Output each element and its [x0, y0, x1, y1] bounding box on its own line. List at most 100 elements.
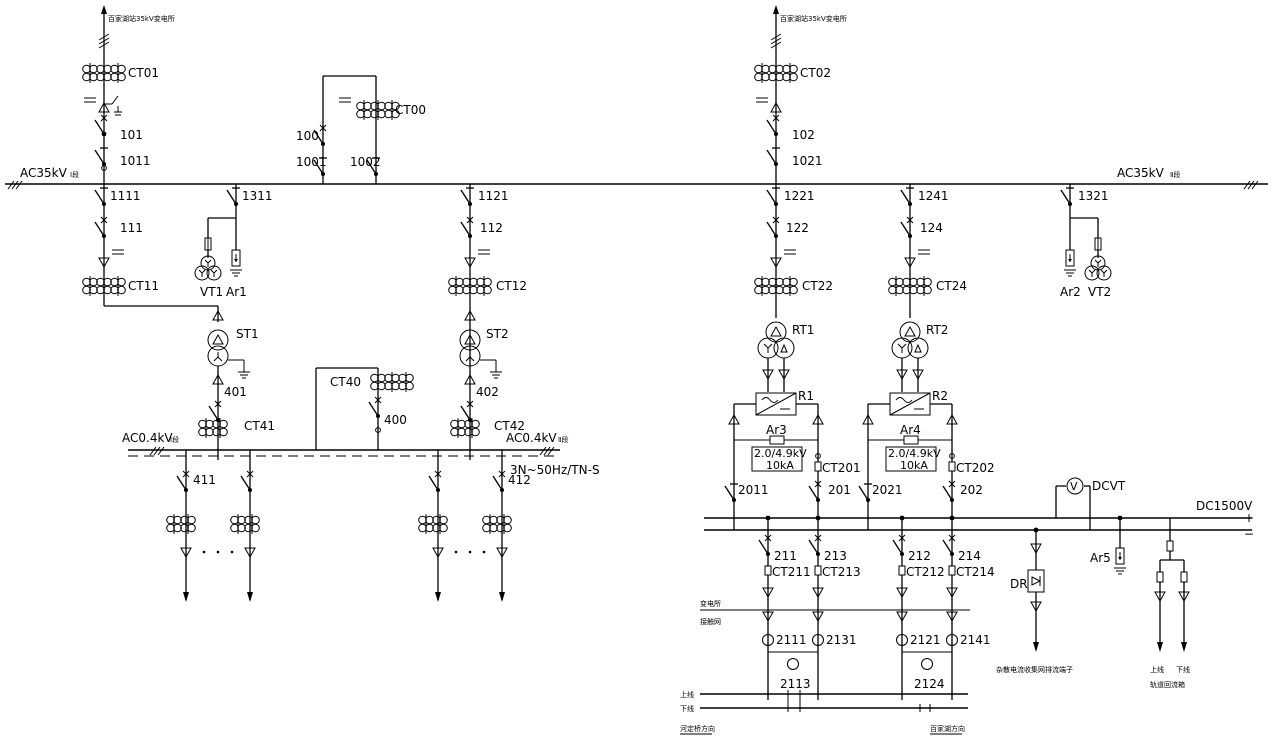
switch-2113-label: 2113: [780, 677, 811, 691]
switch-2131-label: 2131: [826, 633, 857, 647]
dr-branch: [1027, 527, 1045, 652]
switch-1241-label: 1241: [918, 189, 949, 203]
bus-ac04kv-right-section: Ⅱ段: [558, 435, 568, 444]
bus-ac35kv-right-section: Ⅱ段: [1170, 170, 1180, 179]
rectifier-1-dc-output: [724, 403, 824, 530]
feeder-2-source-label: 百家湖站35kV变电所: [780, 14, 847, 23]
rectifier-2-dc-output: [858, 403, 958, 530]
switch-1111-label: 1111: [110, 189, 141, 203]
dc-plus-label: +: [1244, 511, 1254, 525]
ar4-rating-2: 10kA: [900, 459, 928, 472]
switch-102-label: 102: [792, 128, 815, 142]
r2-label: R2: [932, 389, 948, 403]
feeder-112: [449, 184, 503, 460]
ar3-label: Ar3: [766, 423, 787, 437]
switch-212-label: 212: [908, 549, 931, 563]
ct11-label: CT11: [128, 279, 159, 293]
ct213-label: CT213: [822, 565, 861, 579]
vt2-label: VT2: [1088, 285, 1111, 299]
switch-1021-label: 1021: [792, 154, 823, 168]
switch-401-label: 401: [224, 385, 247, 399]
dc1500v-bus: [704, 517, 1252, 531]
feeder-1-source-label: 百家湖站35kV变电所: [108, 14, 175, 23]
ar4-rating-1: 2.0/4.9kV: [888, 447, 941, 460]
switch-112-label: 112: [480, 221, 503, 235]
switch-122-label: 122: [786, 221, 809, 235]
ar4-label: Ar4: [900, 423, 921, 437]
switch-1321-label: 1321: [1078, 189, 1109, 203]
switch-402-label: 402: [476, 385, 499, 399]
incoming-feeder-1: [83, 5, 126, 184]
bus-ac04kv-spec: 3N~50Hz/TN-S: [510, 463, 600, 477]
vt1-branch: [194, 184, 243, 281]
down-line-label: 下线: [680, 704, 694, 713]
ct202-label: CT202: [956, 461, 995, 475]
catenary-label: 接触网: [700, 617, 721, 626]
ct211-label: CT211: [772, 565, 811, 579]
switch-1121-label: 1121: [478, 189, 509, 203]
lv-feeders: [167, 450, 512, 602]
bus-ac35kv-right-label: AC35kV: [1117, 166, 1165, 180]
bus-tie-100: [313, 75, 399, 184]
switch-213-label: 213: [824, 549, 847, 563]
rectifier-feeder-124: [889, 184, 932, 416]
ct22-label: CT22: [802, 279, 833, 293]
bus-ac04kv-left-label: AC0.4kV: [122, 431, 173, 445]
bus-ac04kv-right-label: AC0.4kV: [506, 431, 557, 445]
rail-down-label: 下线: [1176, 665, 1190, 674]
switch-100-label: 100: [296, 129, 319, 143]
direction-right-label: 百家湖方向: [930, 724, 965, 733]
dr-label: DR: [1010, 577, 1028, 591]
switch-2121-label: 2121: [910, 633, 941, 647]
up-line-label: 上线: [680, 690, 694, 699]
rail-up-label: 上线: [1150, 665, 1164, 674]
ar5-label: Ar5: [1090, 551, 1111, 565]
ac04kv-bus: [128, 446, 560, 457]
switch-2141-label: 2141: [960, 633, 991, 647]
switch-1011-label: 1011: [120, 154, 151, 168]
ct02-label: CT02: [800, 66, 831, 80]
r1-label: R1: [798, 389, 814, 403]
ct40-label: CT40: [330, 375, 361, 389]
incoming-feeder-2: [755, 5, 798, 184]
dc-feeders: [700, 515, 970, 712]
vt1-label: VT1: [200, 285, 223, 299]
bus-ac04kv-left-section: Ⅰ段: [170, 435, 179, 444]
switch-400-label: 400: [384, 413, 407, 427]
rail-return-branch: [1154, 518, 1190, 652]
vt2-branch: [1060, 184, 1112, 281]
ct41-label: CT41: [244, 419, 275, 433]
switch-1002-label: 1002: [350, 155, 381, 169]
ct24-label: CT24: [936, 279, 967, 293]
switch-1311-label: 1311: [242, 189, 273, 203]
switch-2124-label: 2124: [914, 677, 945, 691]
switch-2021-label: 2021: [872, 483, 903, 497]
ar3-rating-2: 10kA: [766, 459, 794, 472]
switch-124-label: 124: [920, 221, 943, 235]
switch-2011-label: 2011: [738, 483, 769, 497]
dcvt-v-symbol: V: [1070, 480, 1078, 493]
ar3-rating-1: 2.0/4.9kV: [754, 447, 807, 460]
return-terminal-label: 杂散电流收集网排流端子: [996, 665, 1073, 674]
dcvt: [1055, 477, 1091, 530]
ar2-label: Ar2: [1060, 285, 1081, 299]
switch-211-label: 211: [774, 549, 797, 563]
switch-411-label: 411: [193, 473, 216, 487]
bus-ac35kv-left-section: Ⅰ段: [70, 170, 79, 179]
bus-ac35kv-left-label: AC35kV: [20, 166, 68, 180]
dcvt-label: DCVT: [1092, 479, 1126, 493]
st1-transformer: [199, 310, 251, 460]
switch-214-label: 214: [958, 549, 981, 563]
rail-return-box-label: 轨道回流箱: [1150, 680, 1185, 689]
ar1-label: Ar1: [226, 285, 247, 299]
switch-1001-label: 1001: [296, 155, 327, 169]
switch-2111-label: 2111: [776, 633, 807, 647]
switch-202-label: 202: [960, 483, 983, 497]
ct214-label: CT214: [956, 565, 995, 579]
ct212-label: CT212: [906, 565, 945, 579]
bus-tie-400: [315, 367, 413, 450]
ct00-label: CT00: [395, 103, 426, 117]
rectifier-feeder-122: [755, 184, 798, 416]
direction-left-label: 河定桥方向: [680, 724, 715, 733]
